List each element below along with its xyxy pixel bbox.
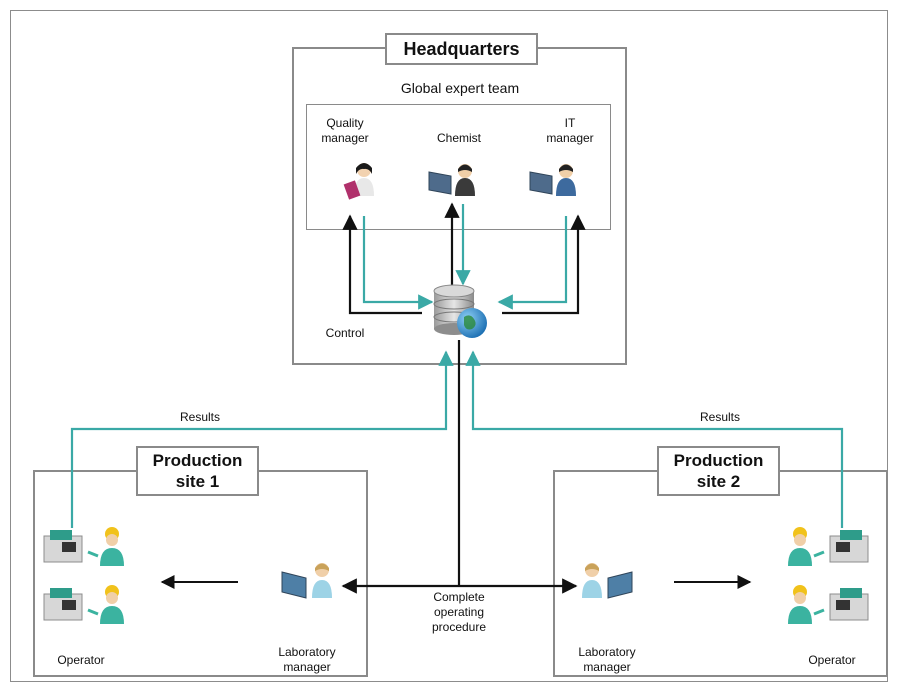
quality-manager-icon bbox=[343, 163, 374, 200]
production-site-2-title-line1: Production bbox=[673, 451, 764, 470]
results-line-site-2 bbox=[465, 350, 844, 528]
results-line-site-1 bbox=[70, 350, 454, 528]
site-2-lab-manager-label: Laboratory manager bbox=[578, 645, 636, 674]
role-label-quality-manager: Quality manager bbox=[321, 116, 369, 145]
database-globe-icon bbox=[433, 284, 487, 338]
site-2-operator-label: Operator bbox=[808, 653, 856, 667]
global-expert-team-label: Global expert team bbox=[400, 80, 520, 96]
results-label-right: Results bbox=[699, 410, 740, 424]
production-site-1-title: Production site 1 bbox=[136, 446, 259, 496]
role-label-it-manager: IT manager bbox=[546, 116, 594, 145]
complete-operating-procedure-label: Complete operating procedure bbox=[420, 590, 498, 635]
laboratory-manager-icon bbox=[281, 563, 332, 599]
chemist-icon bbox=[428, 164, 475, 196]
site-1-operator-label: Operator bbox=[57, 653, 105, 667]
control-arrow-quality-manager bbox=[342, 214, 422, 315]
production-site-2-title: Production site 2 bbox=[657, 446, 780, 496]
operator-station-icon bbox=[788, 527, 869, 566]
headquarters-title: Headquarters bbox=[385, 33, 538, 65]
site-1-lab-manager-label: Laboratory manager bbox=[278, 645, 336, 674]
operator-station-icon bbox=[788, 585, 869, 624]
data-arrow-to-db-left bbox=[362, 216, 434, 310]
operator-station-icon bbox=[43, 527, 124, 566]
production-site-1-title-line1: Production bbox=[152, 451, 243, 470]
role-label-chemist: Chemist bbox=[436, 131, 481, 145]
laboratory-manager-icon bbox=[582, 563, 633, 599]
it-manager-icon bbox=[529, 164, 576, 196]
operator-station-icon bbox=[43, 585, 124, 624]
data-arrow-to-db-right bbox=[497, 216, 568, 310]
results-label-left: Results bbox=[179, 410, 220, 424]
production-site-1-title-line2: site 1 bbox=[175, 472, 220, 491]
expert-team-box bbox=[306, 104, 611, 230]
control-label: Control bbox=[325, 326, 365, 340]
outer-frame bbox=[10, 10, 888, 682]
control-arrow-it-manager bbox=[502, 214, 586, 315]
production-site-2-title-line2: site 2 bbox=[696, 472, 741, 491]
headquarters-title-text: Headquarters bbox=[403, 39, 520, 59]
